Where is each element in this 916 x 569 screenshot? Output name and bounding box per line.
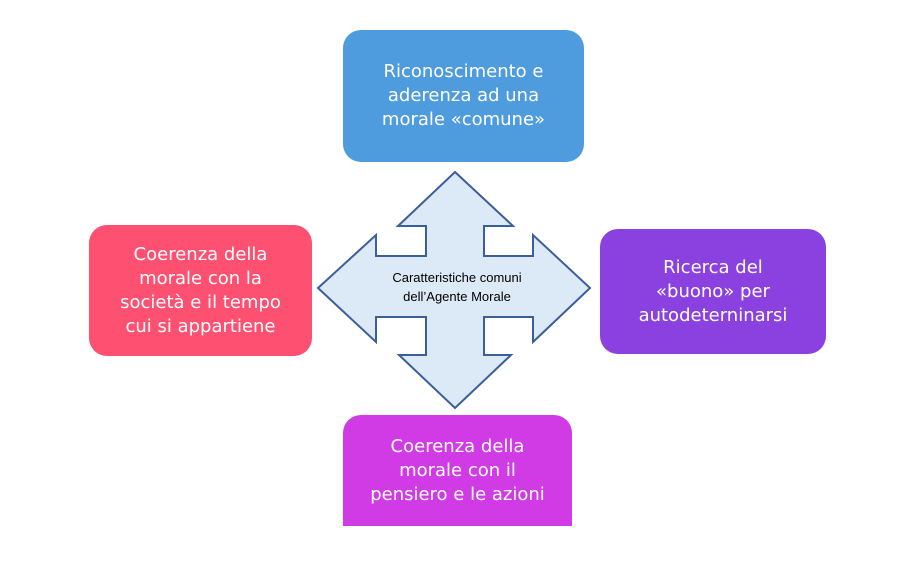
- node-left-line-1: Coerenza della: [133, 243, 268, 265]
- node-right-line-1: Ricerca del: [663, 256, 763, 278]
- node-top-line-1: Riconoscimento e: [383, 61, 544, 82]
- node-right-line-3: autodeterninarsi: [638, 304, 788, 326]
- node-top-line-2: aderenza ad una: [387, 85, 540, 106]
- node-bottom-line-2: morale con il: [399, 459, 516, 481]
- node-left-line-2: morale con la: [139, 267, 262, 289]
- center-label-line-1: Caratteristiche comuni: [392, 270, 522, 285]
- node-left-line-3: società e il tempo: [120, 291, 281, 313]
- center-label: Caratteristiche comuni dell’Agente Moral…: [367, 268, 547, 306]
- node-bottom-line-3: pensiero e le azioni: [370, 483, 545, 505]
- node-top-line-3: morale «comune»: [381, 109, 546, 130]
- node-left-line-4: cui si appartiene: [125, 315, 276, 337]
- center-label-line-2: dell’Agente Morale: [403, 289, 511, 304]
- node-right-ricerca-buono: Ricerca del «buono» per autodeterninarsi: [600, 229, 826, 354]
- four-way-arrow-shape: [316, 170, 592, 410]
- node-bottom-line-1: Coerenza della: [390, 435, 525, 457]
- node-right-line-2: «buono» per: [656, 280, 770, 302]
- node-left-coerenza-societa: Coerenza della morale con la società e i…: [89, 225, 312, 356]
- node-bottom-coerenza-pensiero: Coerenza della morale con il pensiero e …: [343, 415, 572, 526]
- node-top-riconoscimento: Riconoscimento e aderenza ad una morale …: [343, 30, 584, 162]
